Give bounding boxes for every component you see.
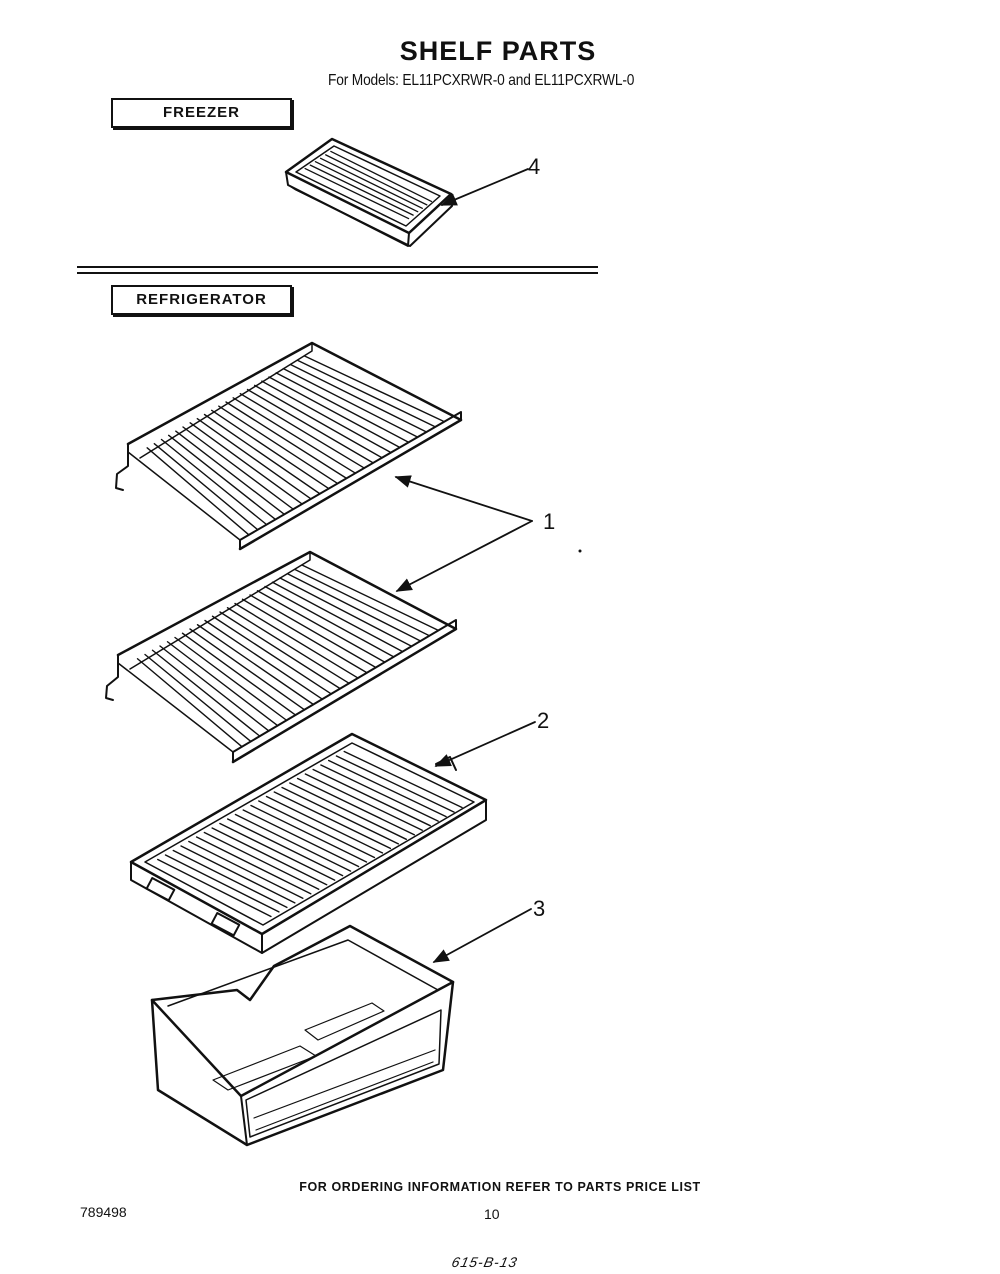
handwritten-note: 615-B-13 (450, 1254, 520, 1270)
callout-2: 2 (537, 708, 550, 733)
section-divider-bottom (77, 272, 598, 274)
page-title: SHELF PARTS (399, 36, 597, 66)
callout-leaders (394, 168, 536, 963)
freezer-section-label: FREEZER (111, 98, 292, 128)
document-number: 789498 (80, 1204, 127, 1220)
shelf-frame-part (129, 732, 488, 954)
model-subtitle: For Models: EL11PCXRWR-0 and EL11PCXRWL-… (328, 72, 635, 89)
callout-3: 3 (533, 896, 546, 921)
page-number: 10 (484, 1206, 500, 1222)
wire-shelf-upper (115, 341, 463, 551)
ordering-note: FOR ORDERING INFORMATION REFER TO PARTS … (299, 1180, 701, 1194)
ice-tray-part (284, 137, 453, 247)
callout-4: 4 (528, 154, 541, 179)
refrigerator-section-label: REFRIGERATOR (111, 285, 292, 315)
section-divider-top (77, 266, 598, 268)
wire-shelf-lower (105, 550, 458, 764)
callout-1: 1 (543, 509, 556, 534)
crisper-pan-part (150, 924, 455, 1147)
